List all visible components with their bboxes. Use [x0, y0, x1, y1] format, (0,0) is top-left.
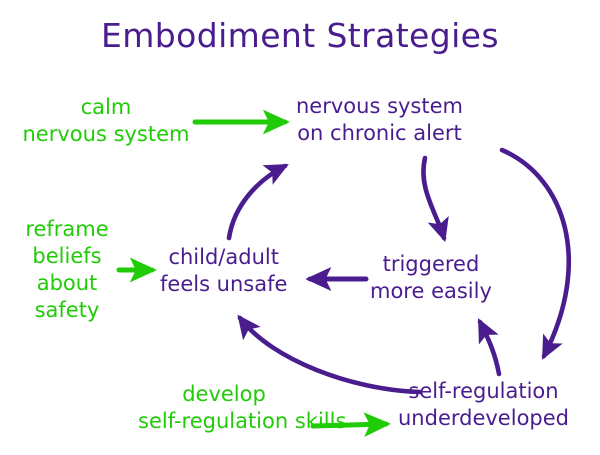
connector-alert-to-triggered: [421, 155, 449, 243]
intervention-line: self-regulation skills: [138, 408, 347, 433]
node-line: underdeveloped: [398, 405, 569, 430]
node-child-adult-feels-unsafe[interactable]: child/adult feels unsafe: [160, 244, 287, 298]
intervention-line: safety: [34, 297, 100, 322]
intervention-line: beliefs: [32, 243, 102, 268]
connector-alert-to-selfreg: [499, 147, 572, 360]
page-title: Embodiment Strategies: [101, 16, 499, 55]
node-self-regulation-underdeveloped[interactable]: self-regulation underdeveloped: [398, 378, 569, 432]
intervention-line: reframe: [25, 217, 109, 241]
intervention-calm-nervous-system[interactable]: calm nervous system: [18, 94, 194, 148]
node-line: child/adult: [168, 245, 279, 269]
intervention-develop-self-regulation-skills[interactable]: develop self-regulation skills: [138, 381, 347, 435]
node-line: on chronic alert: [297, 120, 462, 145]
connector-unsafe-to-alert: [226, 163, 289, 241]
node-line: self-regulation: [408, 379, 559, 403]
node-line: triggered: [382, 252, 480, 276]
node-triggered-more-easily[interactable]: triggered more easily: [370, 251, 492, 305]
node-line: feels unsafe: [160, 271, 288, 296]
intervention-line: about: [36, 270, 98, 295]
intervention-line: calm: [80, 95, 132, 119]
node-nervous-system-on-chronic-alert[interactable]: nervous system on chronic alert: [296, 93, 463, 147]
connector-selfreg-to-triggered: [477, 318, 502, 377]
intervention-line: develop: [182, 382, 266, 406]
intervention-line: nervous system: [22, 121, 190, 146]
intervention-reframe-beliefs-about-safety[interactable]: reframe beliefs about safety: [24, 216, 110, 324]
node-line: nervous system: [296, 94, 463, 118]
node-line: more easily: [370, 278, 492, 303]
